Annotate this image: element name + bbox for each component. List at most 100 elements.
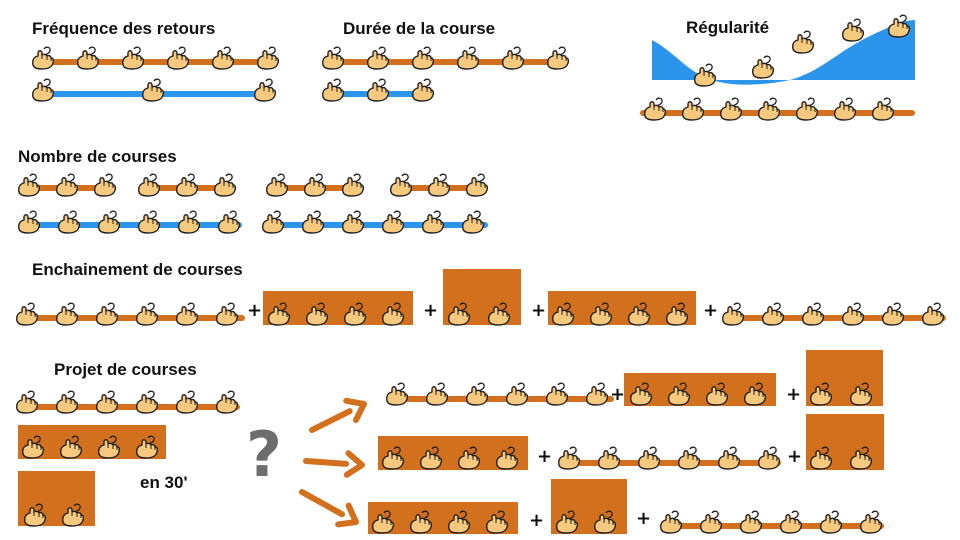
pointing-hand-icon: [494, 446, 520, 470]
plus-sign: +: [537, 446, 553, 467]
pointing-hand-icon: [840, 18, 866, 42]
run-line: [328, 59, 568, 65]
run-line: [563, 460, 781, 466]
pointing-hand-icon: [800, 302, 826, 326]
pointing-hand-icon: [380, 446, 406, 470]
pointing-hand-icon: [365, 78, 391, 102]
pointing-hand-icon: [596, 446, 622, 470]
title-projet: Projet de courses: [54, 360, 197, 379]
pointing-hand-icon: [790, 30, 816, 54]
pointing-hand-icon: [664, 302, 690, 326]
run-line: [20, 404, 240, 410]
title-duree: Durée de la course: [343, 19, 496, 38]
pointing-hand-icon: [140, 78, 166, 102]
pointing-hand-icon: [212, 173, 238, 197]
pointing-hand-icon: [920, 302, 946, 326]
pointing-hand-icon: [584, 382, 610, 406]
pointing-hand-icon: [134, 435, 160, 459]
pointing-hand-icon: [556, 446, 582, 470]
pointing-hand-icon: [384, 382, 410, 406]
pointing-hand-icon: [370, 510, 396, 534]
pointing-hand-icon: [54, 173, 80, 197]
pointing-hand-icon: [738, 510, 764, 534]
pointing-hand-icon: [760, 302, 786, 326]
pointing-hand-icon: [14, 302, 40, 326]
pointing-hand-icon: [592, 510, 618, 534]
pointing-hand-icon: [340, 210, 366, 234]
pointing-hand-icon: [626, 302, 652, 326]
pointing-hand-icon: [692, 63, 718, 87]
pointing-hand-icon: [96, 435, 122, 459]
pointing-hand-icon: [16, 173, 42, 197]
pointing-hand-icon: [174, 390, 200, 414]
pointing-hand-icon: [460, 210, 486, 234]
pointing-hand-icon: [75, 46, 101, 70]
pointing-hand-icon: [698, 510, 724, 534]
plus-sign: +: [529, 510, 545, 531]
pointing-hand-icon: [255, 46, 281, 70]
pointing-hand-icon: [342, 302, 368, 326]
pointing-hand-icon: [174, 173, 200, 197]
pointing-hand-icon: [94, 390, 120, 414]
pointing-hand-icon: [870, 97, 896, 121]
pointing-hand-icon: [750, 55, 776, 79]
pointing-hand-icon: [858, 510, 884, 534]
pointing-hand-icon: [420, 210, 446, 234]
pointing-hand-icon: [808, 382, 834, 406]
pointing-hand-icon: [756, 446, 782, 470]
pointing-hand-icon: [320, 78, 346, 102]
pointing-hand-icon: [54, 302, 80, 326]
pointing-hand-icon: [886, 14, 912, 38]
pointing-hand-icon: [210, 46, 236, 70]
pointing-hand-icon: [96, 210, 122, 234]
title-regularite: Régularité: [686, 18, 770, 37]
plus-sign: +: [423, 300, 439, 321]
pointing-hand-icon: [704, 382, 730, 406]
pointing-hand-icon: [418, 446, 444, 470]
pointing-hand-icon: [848, 382, 874, 406]
pointing-hand-icon: [778, 510, 804, 534]
pointing-hand-icon: [380, 210, 406, 234]
title-enchainement: Enchainement de courses: [32, 260, 243, 279]
pointing-hand-icon: [408, 510, 434, 534]
pointing-hand-icon: [808, 446, 834, 470]
plus-sign: +: [636, 508, 652, 529]
run-line-blue: [22, 222, 242, 228]
pointing-hand-icon: [365, 46, 391, 70]
pointing-hand-icon: [58, 435, 84, 459]
regularity-area: [652, 20, 915, 85]
pointing-hand-icon: [544, 382, 570, 406]
pointing-hand-icon: [484, 510, 510, 534]
pointing-hand-icon: [794, 97, 820, 121]
pointing-hand-icon: [136, 210, 162, 234]
pointing-hand-icon: [30, 46, 56, 70]
pointing-hand-icon: [666, 382, 692, 406]
pointing-hand-icon: [410, 46, 436, 70]
pointing-hand-icon: [720, 302, 746, 326]
run-line: [392, 396, 614, 402]
pointing-hand-icon: [840, 302, 866, 326]
plus-sign: +: [531, 300, 547, 321]
plus-sign: +: [610, 384, 626, 405]
run-line-blue: [268, 222, 488, 228]
pointing-hand-icon: [22, 503, 48, 527]
pointing-hand-icon: [264, 173, 290, 197]
run-line: [40, 59, 268, 65]
pointing-hand-icon: [718, 97, 744, 121]
pointing-hand-icon: [716, 446, 742, 470]
pointing-hand-icon: [832, 97, 858, 121]
pointing-hand-icon: [550, 302, 576, 326]
pointing-hand-icon: [92, 173, 118, 197]
pointing-hand-icon: [676, 446, 702, 470]
pointing-hand-icon: [300, 210, 326, 234]
pointing-hand-icon: [554, 510, 580, 534]
pointing-hand-icon: [446, 302, 472, 326]
pointing-hand-icon: [30, 78, 56, 102]
pointing-hand-icon: [214, 390, 240, 414]
duration-label: en 30': [140, 473, 188, 492]
pointing-hand-icon: [14, 390, 40, 414]
pointing-hand-icon: [20, 435, 46, 459]
pointing-hand-icon: [134, 390, 160, 414]
